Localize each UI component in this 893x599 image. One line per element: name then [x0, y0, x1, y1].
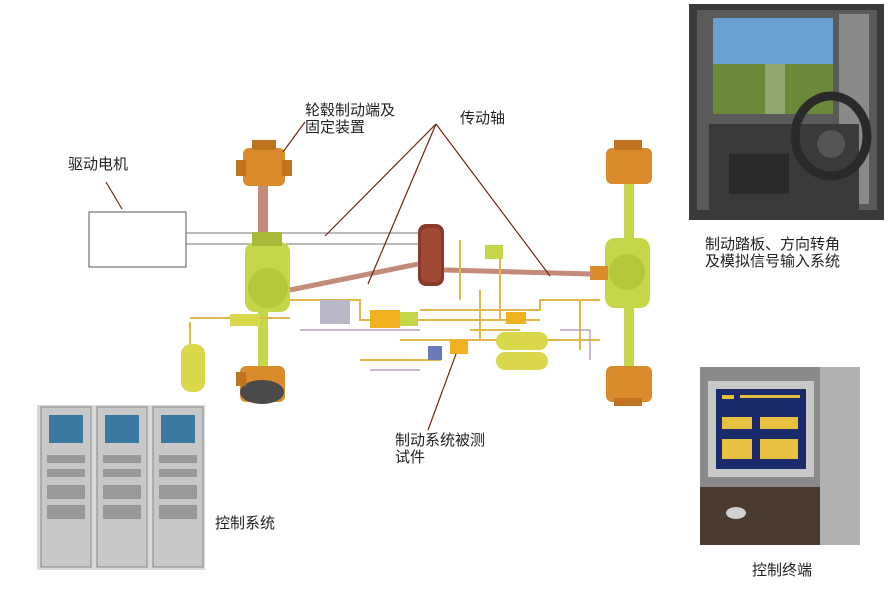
left-rear-hub [236, 366, 285, 404]
left-front-hub [236, 140, 292, 186]
control-cabinets-photo [37, 405, 205, 570]
drive-motor-box [88, 211, 187, 268]
label-control-system: 控制系统 [215, 514, 276, 532]
driving-simulator-photo [689, 4, 884, 220]
right-front-hub [606, 140, 652, 184]
label-hub-brake-1: 轮毂制动端及 [305, 101, 396, 119]
control-terminal-photo [700, 367, 860, 545]
label-dut-2: 试件 [395, 448, 426, 466]
label-dut-1: 制动系统被测 [395, 431, 486, 449]
label-drive-motor: 驱动电机 [68, 155, 129, 173]
leader-lines [105, 121, 551, 431]
steering-wheel-icon [790, 91, 872, 181]
brake-module [370, 310, 400, 328]
label-pedal-system-2: 及模拟信号输入系统 [705, 252, 841, 270]
label-hub-brake-2: 固定装置 [305, 118, 366, 136]
label-pedal-system-1: 制动踏板、方向转角 [705, 235, 841, 253]
right-differential [590, 238, 650, 308]
air-tanks [181, 332, 548, 392]
mouse-icon [726, 507, 746, 519]
label-drive-shaft: 传动轴 [460, 109, 506, 127]
drive-shaft-left [289, 261, 419, 293]
left-differential [245, 232, 290, 312]
drive-shaft-right [443, 267, 593, 277]
right-rear-hub [606, 366, 652, 406]
signal-lines [300, 329, 591, 371]
label-control-terminal: 控制终端 [752, 561, 813, 579]
